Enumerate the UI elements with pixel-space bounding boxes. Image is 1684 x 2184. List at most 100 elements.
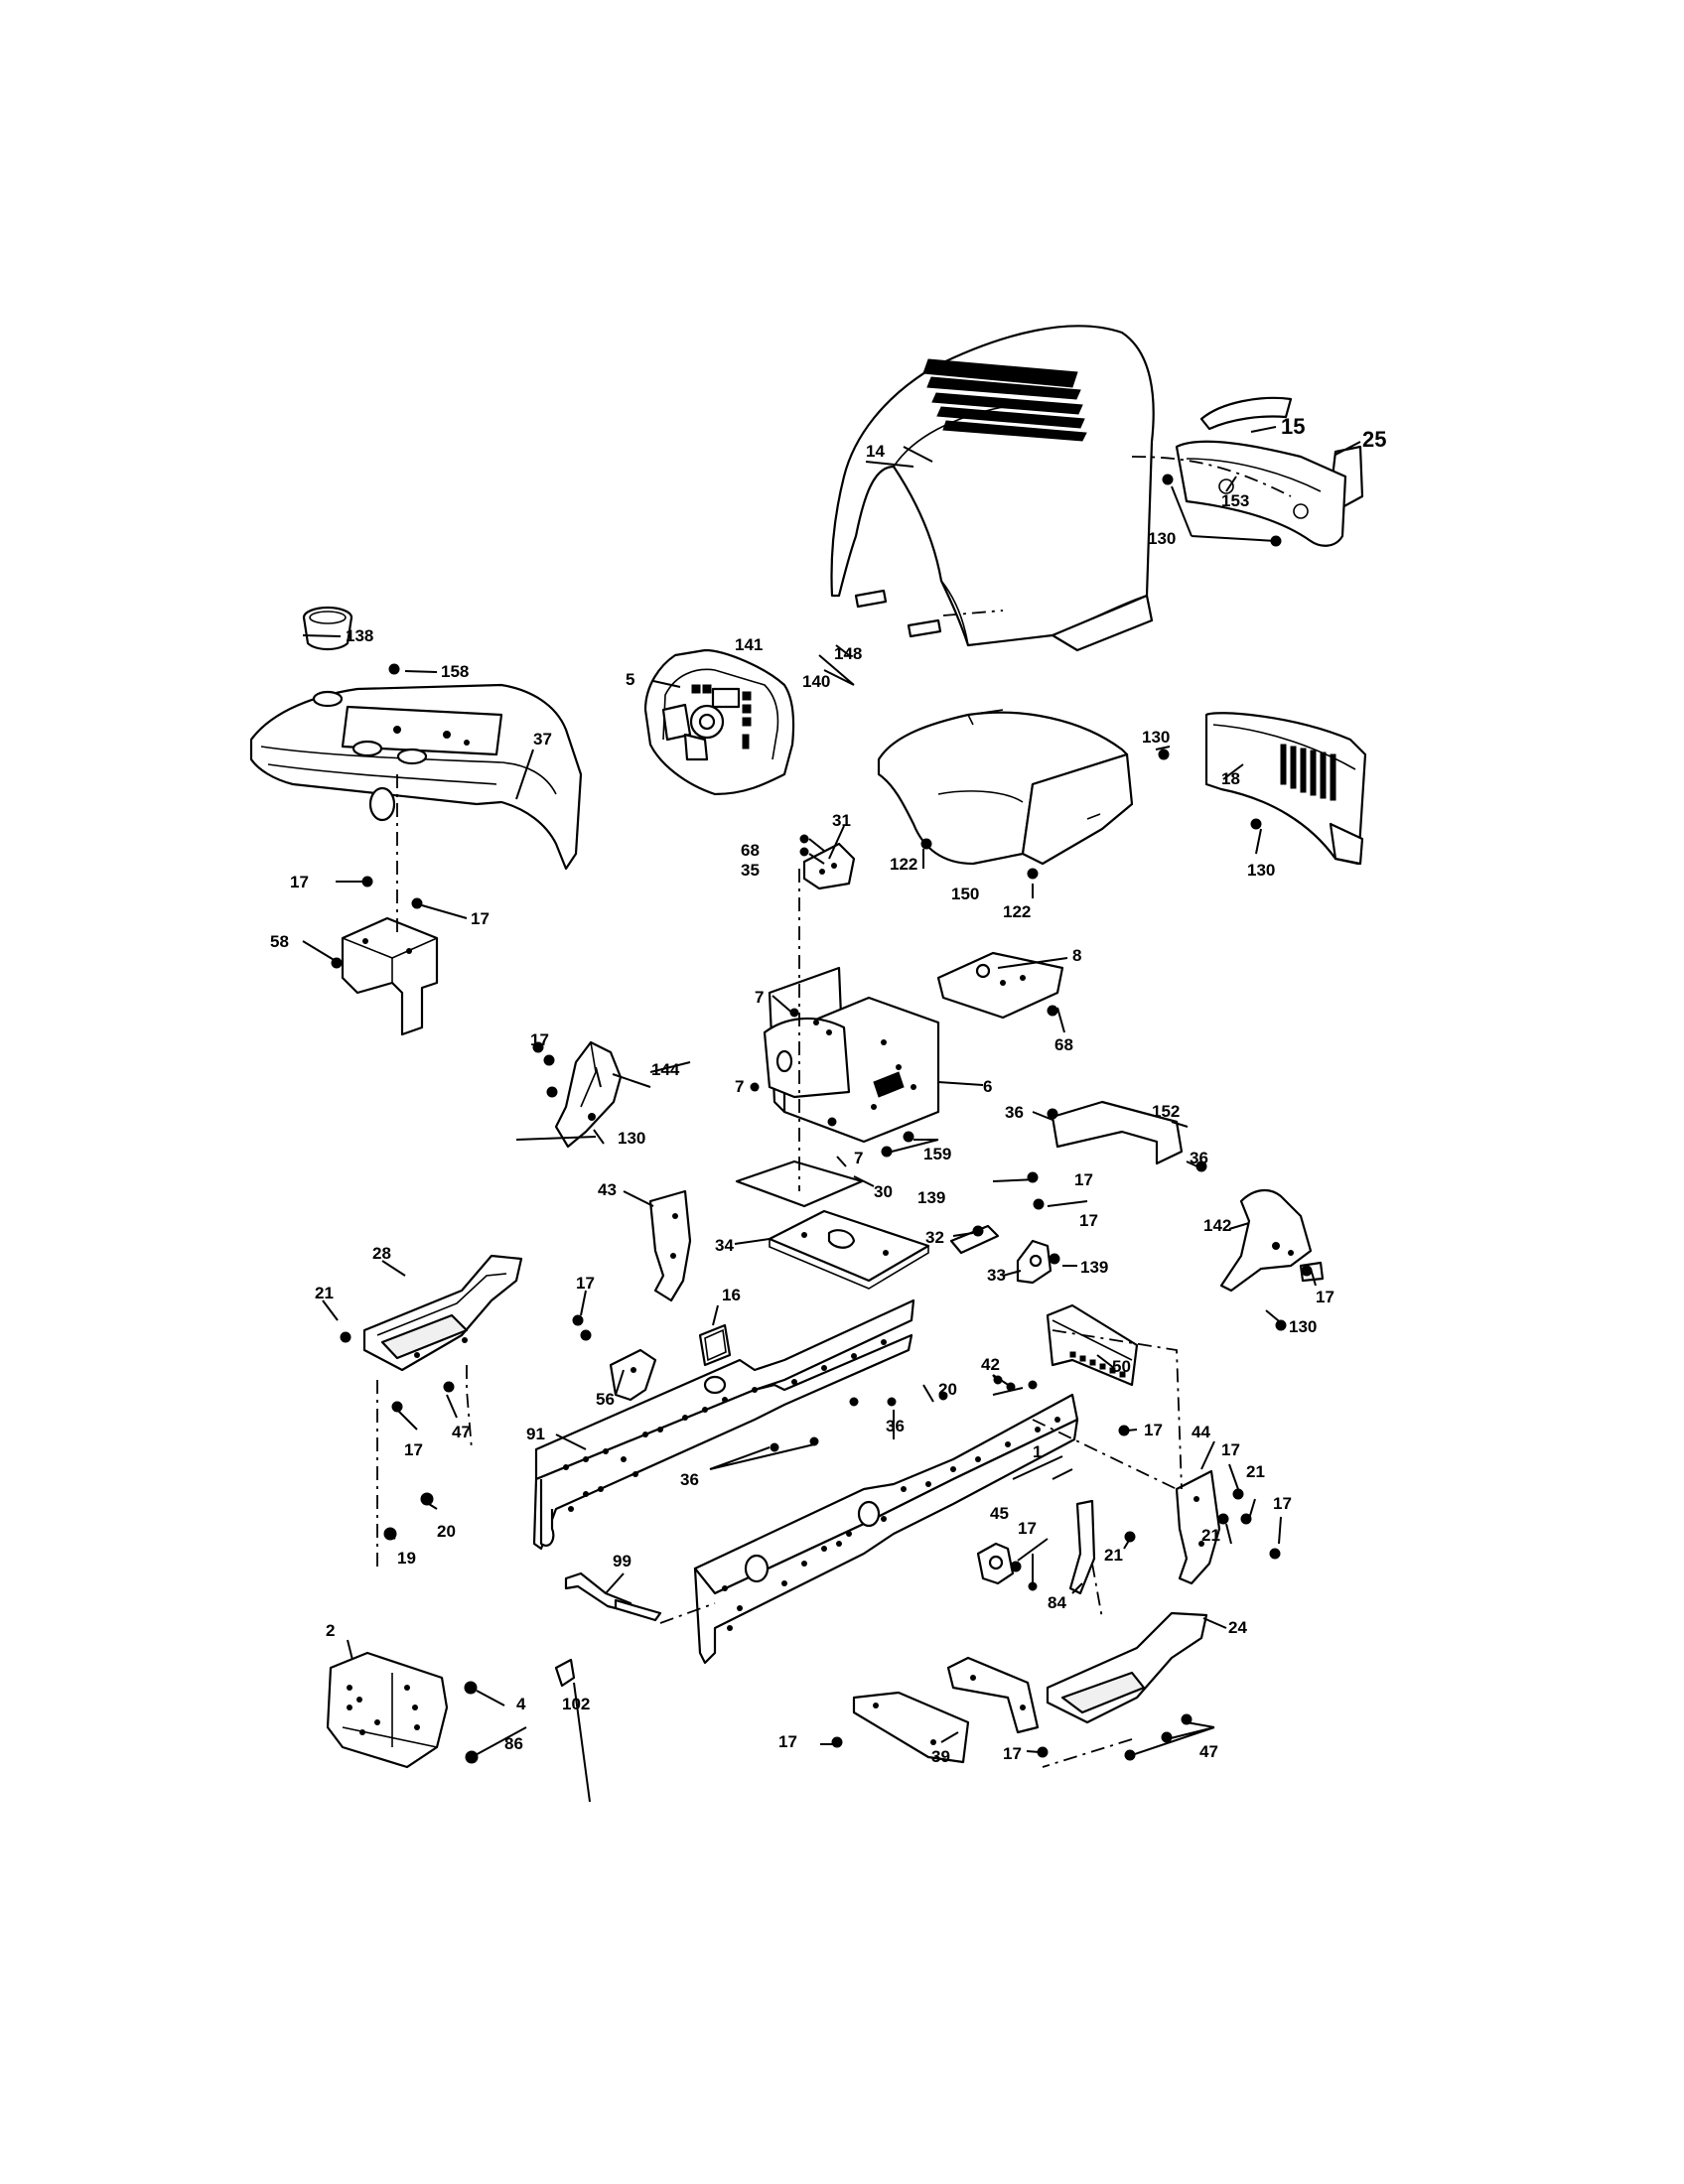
label-17-m: 17 <box>778 1732 797 1751</box>
label-18: 18 <box>1221 769 1240 788</box>
bracket-part-58 <box>331 916 439 1036</box>
label-86: 86 <box>504 1734 523 1753</box>
rod-part-84 <box>1068 1499 1096 1595</box>
label-141: 141 <box>735 635 763 654</box>
label-47-a: 47 <box>452 1423 471 1441</box>
label-19: 19 <box>397 1549 416 1568</box>
label-153: 153 <box>1221 491 1249 510</box>
bracket-part-50 <box>1046 1303 1139 1387</box>
label-36-a: 36 <box>1005 1103 1024 1122</box>
lens-part-15 <box>1199 396 1293 431</box>
label-158: 158 <box>441 662 469 681</box>
bracket-part-45 <box>976 1542 1015 1585</box>
label-17-j: 17 <box>1221 1440 1240 1459</box>
label-15: 15 <box>1281 414 1305 439</box>
label-25: 25 <box>1362 427 1386 452</box>
label-68-b: 68 <box>1054 1035 1073 1054</box>
label-130-b: 130 <box>1142 728 1170 747</box>
label-17-l: 17 <box>1018 1519 1037 1538</box>
bracket-part-144 <box>546 1040 623 1149</box>
label-144: 144 <box>651 1060 680 1079</box>
label-150: 150 <box>951 885 979 903</box>
bracket-part-142 <box>1219 1188 1325 1293</box>
cup-holder-part-138 <box>302 606 353 651</box>
label-37: 37 <box>533 730 552 749</box>
bracket-part-2 <box>326 1651 449 1769</box>
label-8: 8 <box>1072 946 1081 965</box>
label-102: 102 <box>562 1695 590 1713</box>
label-36-b: 36 <box>1190 1149 1208 1167</box>
label-122-a: 122 <box>890 855 917 874</box>
grille-part-18 <box>1204 712 1367 866</box>
label-17-g: 17 <box>576 1274 595 1293</box>
label-142: 142 <box>1203 1216 1231 1235</box>
label-32: 32 <box>925 1228 944 1247</box>
label-33: 33 <box>987 1266 1006 1285</box>
label-31: 31 <box>832 811 851 830</box>
label-130: 130 <box>1148 529 1176 548</box>
bracket-part-31 <box>802 842 856 890</box>
fasteners <box>340 474 1313 1764</box>
label-84: 84 <box>1048 1593 1066 1612</box>
label-24: 24 <box>1228 1618 1247 1637</box>
label-45: 45 <box>990 1504 1009 1523</box>
label-56: 56 <box>596 1390 615 1409</box>
label-130-d: 130 <box>618 1129 645 1148</box>
bracket-part-43 <box>648 1189 692 1302</box>
label-17-n: 17 <box>1003 1744 1022 1763</box>
footrest-part-24 <box>1046 1611 1208 1724</box>
label-7-b: 7 <box>735 1077 744 1096</box>
label-7-a: 7 <box>755 988 764 1007</box>
hood-part-14 <box>830 325 1155 652</box>
label-130-e: 130 <box>1289 1317 1317 1336</box>
label-6: 6 <box>983 1077 992 1096</box>
label-17-h: 17 <box>404 1440 423 1459</box>
frame-rail-part-1 <box>693 1393 1079 1665</box>
bracket-part-152 <box>1051 1100 1184 1165</box>
label-139-b: 139 <box>1080 1258 1108 1277</box>
label-39: 39 <box>931 1747 950 1766</box>
label-152: 152 <box>1152 1102 1180 1121</box>
label-20-a: 20 <box>938 1380 957 1399</box>
label-17-a: 17 <box>290 873 309 891</box>
label-17-b: 17 <box>471 909 490 928</box>
label-30: 30 <box>874 1182 893 1201</box>
label-4: 4 <box>516 1695 526 1713</box>
label-35: 35 <box>741 861 760 880</box>
label-99: 99 <box>613 1552 632 1570</box>
label-34: 34 <box>715 1236 734 1255</box>
pin-part-102 <box>554 1658 576 1688</box>
label-17-k: 17 <box>1273 1494 1292 1513</box>
label-17-i: 17 <box>1144 1421 1163 1439</box>
label-130-c: 130 <box>1247 861 1275 880</box>
rod-part-99 <box>564 1571 662 1622</box>
label-58: 58 <box>270 932 289 951</box>
label-21-c: 21 <box>1201 1526 1220 1545</box>
gasket-part-16 <box>698 1323 732 1367</box>
plate-part-8 <box>936 951 1064 1020</box>
leader-lines <box>302 426 1361 1803</box>
plate-part-34 <box>768 1209 930 1290</box>
label-17-d: 17 <box>1074 1170 1093 1189</box>
label-17-c: 17 <box>530 1030 549 1049</box>
label-5: 5 <box>626 670 634 689</box>
label-50: 50 <box>1112 1357 1131 1376</box>
label-43: 43 <box>598 1180 617 1199</box>
label-68-a: 68 <box>741 841 760 860</box>
label-36-d: 36 <box>680 1470 699 1489</box>
label-2: 2 <box>326 1621 335 1640</box>
label-122-b: 122 <box>1003 902 1031 921</box>
part-labels: 14 15 25 153 130 148 141 140 5 138 158 3… <box>270 414 1386 1766</box>
label-47-b: 47 <box>1199 1742 1218 1761</box>
label-44: 44 <box>1192 1423 1210 1441</box>
bracket-part-39 <box>852 1656 1040 1764</box>
dash-panel-part-5 <box>643 648 795 796</box>
label-17-f: 17 <box>1316 1288 1334 1306</box>
label-140: 140 <box>802 672 830 691</box>
grille-part-153 <box>1175 440 1347 547</box>
label-20-b: 20 <box>437 1522 456 1541</box>
label-159: 159 <box>923 1145 951 1163</box>
label-7-c: 7 <box>854 1149 863 1167</box>
label-14: 14 <box>866 442 885 461</box>
